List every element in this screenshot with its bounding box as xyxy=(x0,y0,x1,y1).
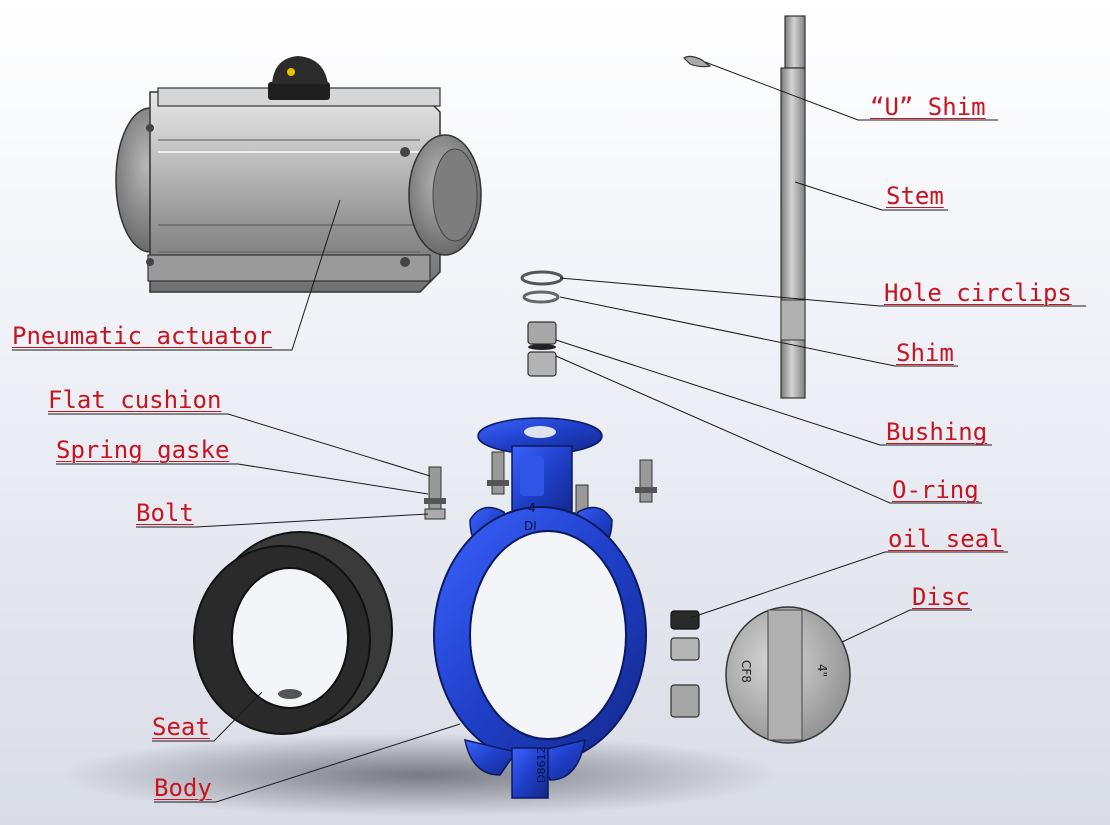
body-code-marking: D8612 xyxy=(535,747,548,783)
pneumatic-actuator xyxy=(115,56,482,293)
label-flat-cushion: Flat cushion xyxy=(48,386,222,414)
leader-lines xyxy=(12,61,1086,803)
label-shim: Shim xyxy=(896,339,954,367)
label-seat: Seat xyxy=(152,713,210,741)
o-ring-part xyxy=(528,344,556,350)
leader-shim xyxy=(559,296,958,367)
label-bushing: Bushing xyxy=(886,418,988,446)
bushing-part xyxy=(527,321,557,377)
valve-body: 4 DI D8612 xyxy=(433,417,647,799)
leader-pneumatic-actuator xyxy=(12,199,341,351)
label-stem: Stem xyxy=(886,182,944,210)
label-u-shim: “U” Shim xyxy=(870,93,986,121)
leader-disc xyxy=(841,609,972,643)
leader-seat xyxy=(152,691,263,742)
label-o-ring: O-ring xyxy=(892,476,979,504)
floor-shadow xyxy=(60,733,780,817)
body-material-marking: DI xyxy=(524,519,537,533)
label-hole-circlips: Hole circlips xyxy=(884,279,1072,307)
hole-circlips-part xyxy=(520,270,564,286)
label-bolt: Bolt xyxy=(136,499,194,527)
leader-bolt xyxy=(136,513,429,528)
u-shim-part xyxy=(683,55,712,68)
leader-bushing xyxy=(555,339,992,446)
label-oil-seal: oil seal xyxy=(888,525,1004,553)
leader-stem xyxy=(794,181,948,211)
leader-o-ring xyxy=(555,355,982,504)
disc-part: CF8 4" xyxy=(725,606,851,744)
stem-part xyxy=(780,15,806,399)
label-spring-gaske: Spring gaske xyxy=(56,436,230,464)
leader-body xyxy=(154,723,461,803)
disc-material-marking: CF8 xyxy=(739,660,753,683)
body-size-marking: 4 xyxy=(528,501,536,515)
label-pneumatic-actuator: Pneumatic actuator xyxy=(12,322,273,350)
disc-size-marking: 4" xyxy=(815,664,829,677)
leader-spring-gaske xyxy=(56,463,429,495)
label-body: Body xyxy=(154,774,212,802)
bolt-set-left xyxy=(424,466,446,520)
leader-hole-circlips xyxy=(559,277,1086,307)
shim-part xyxy=(522,290,560,304)
leader-flat-cushion xyxy=(48,413,431,477)
leader-oil-seal xyxy=(689,551,1008,619)
leader-u-shim xyxy=(704,61,998,121)
label-disc: Disc xyxy=(912,583,970,611)
oil-seal-part xyxy=(670,610,700,718)
seat-part xyxy=(193,531,393,735)
